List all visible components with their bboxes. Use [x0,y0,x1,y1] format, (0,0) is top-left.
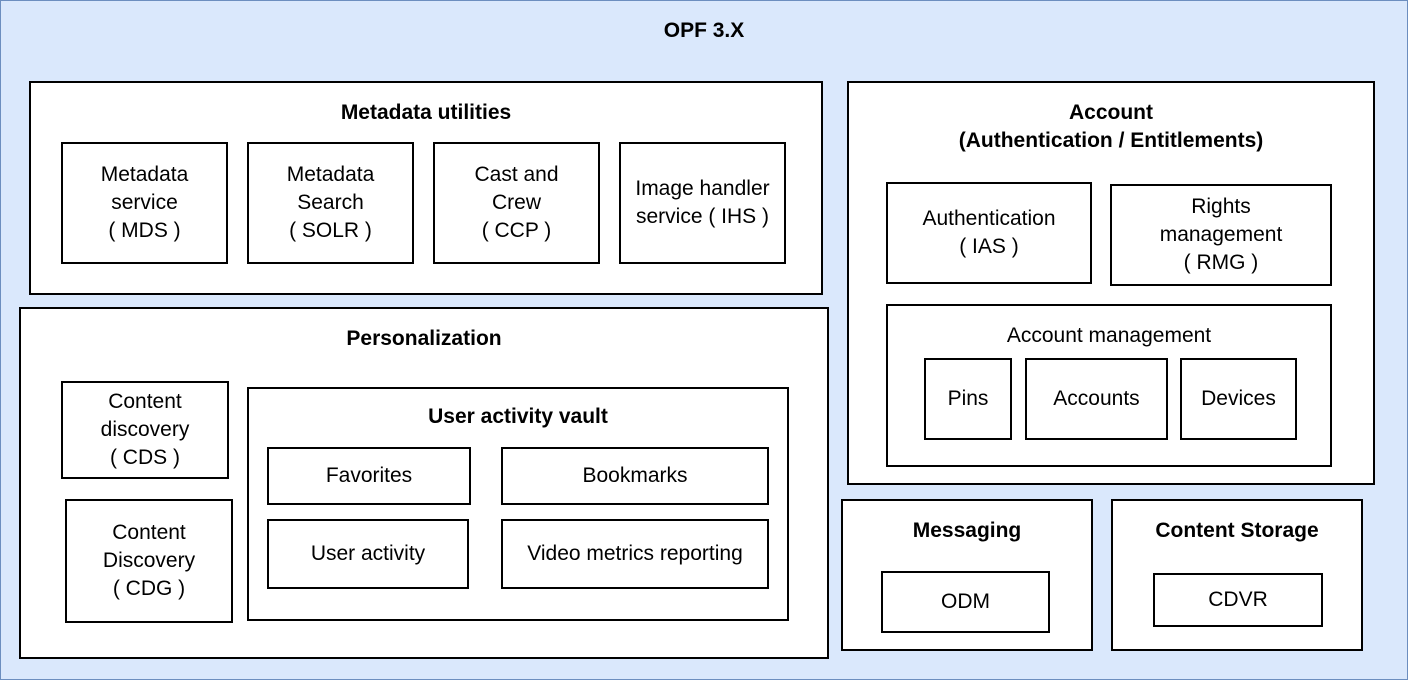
user-activity-vault-title: User activity vault [428,405,608,428]
ihs-box: Image handler service ( IHS ) [619,142,786,264]
messaging-group: Messaging ODM [841,499,1093,651]
diagram-title: OPF 3.X [663,19,745,42]
messaging-title: Messaging [912,519,1022,542]
cdg-box: Content Discovery ( CDG ) [65,499,233,623]
personalization-group: Personalization Content discovery ( CDS … [19,307,829,659]
content-storage-group: Content Storage CDVR [1111,499,1363,651]
authentication-box: Authentication ( IAS ) [886,182,1092,284]
bookmarks-box: Bookmarks [501,447,769,505]
solr-box: Metadata Search ( SOLR ) [247,142,414,264]
cdvr-box: CDVR [1153,573,1323,627]
user-activity-box: User activity [267,519,469,589]
rights-management-box: Rights management ( RMG ) [1110,184,1332,286]
account-management-title: Account management [1006,324,1212,347]
pins-box: Pins [924,358,1012,440]
favorites-box: Favorites [267,447,471,505]
personalization-title: Personalization [346,327,502,350]
ccp-box: Cast and Crew ( CCP ) [433,142,600,264]
mds-box: Metadata service ( MDS ) [61,142,228,264]
account-title: Account (Authentication / Entitlements) [958,101,1264,152]
odm-box: ODM [881,571,1050,633]
account-management-group: Account management Pins Accounts Devices [886,304,1332,467]
metadata-utilities-title: Metadata utilities [340,101,512,124]
user-activity-vault-group: User activity vault Favorites Bookmarks … [247,387,789,621]
accounts-box: Accounts [1025,358,1168,440]
content-storage-title: Content Storage [1155,519,1319,542]
video-metrics-reporting-box: Video metrics reporting [501,519,769,589]
metadata-utilities-group: Metadata utilities Metadata service ( MD… [29,81,823,295]
cds-box: Content discovery ( CDS ) [61,381,229,479]
account-group: Account (Authentication / Entitlements) … [847,81,1375,485]
devices-box: Devices [1180,358,1297,440]
